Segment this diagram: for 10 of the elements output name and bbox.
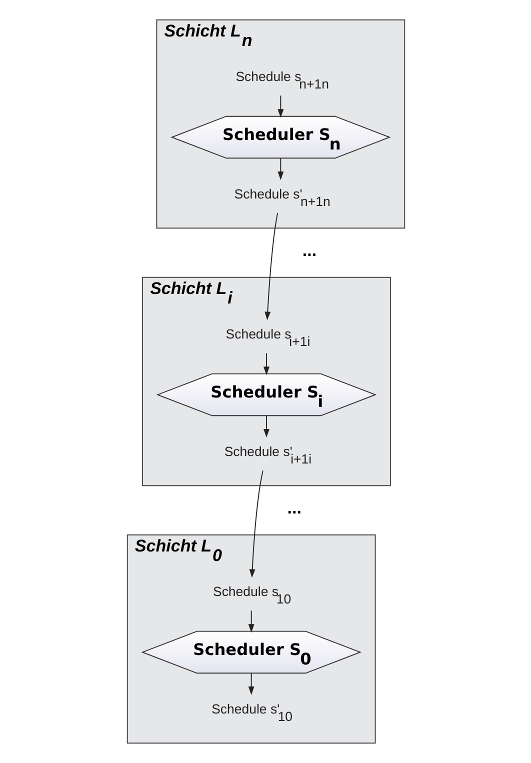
arrow [277,158,284,180]
arrow [248,672,254,696]
label: ... [286,498,301,518]
arrow [277,95,284,118]
arrow [262,352,269,376]
arrow [248,470,263,578]
arrow [248,610,254,633]
arrow [262,415,269,438]
arrow [264,212,278,320]
label: ... [302,240,316,260]
